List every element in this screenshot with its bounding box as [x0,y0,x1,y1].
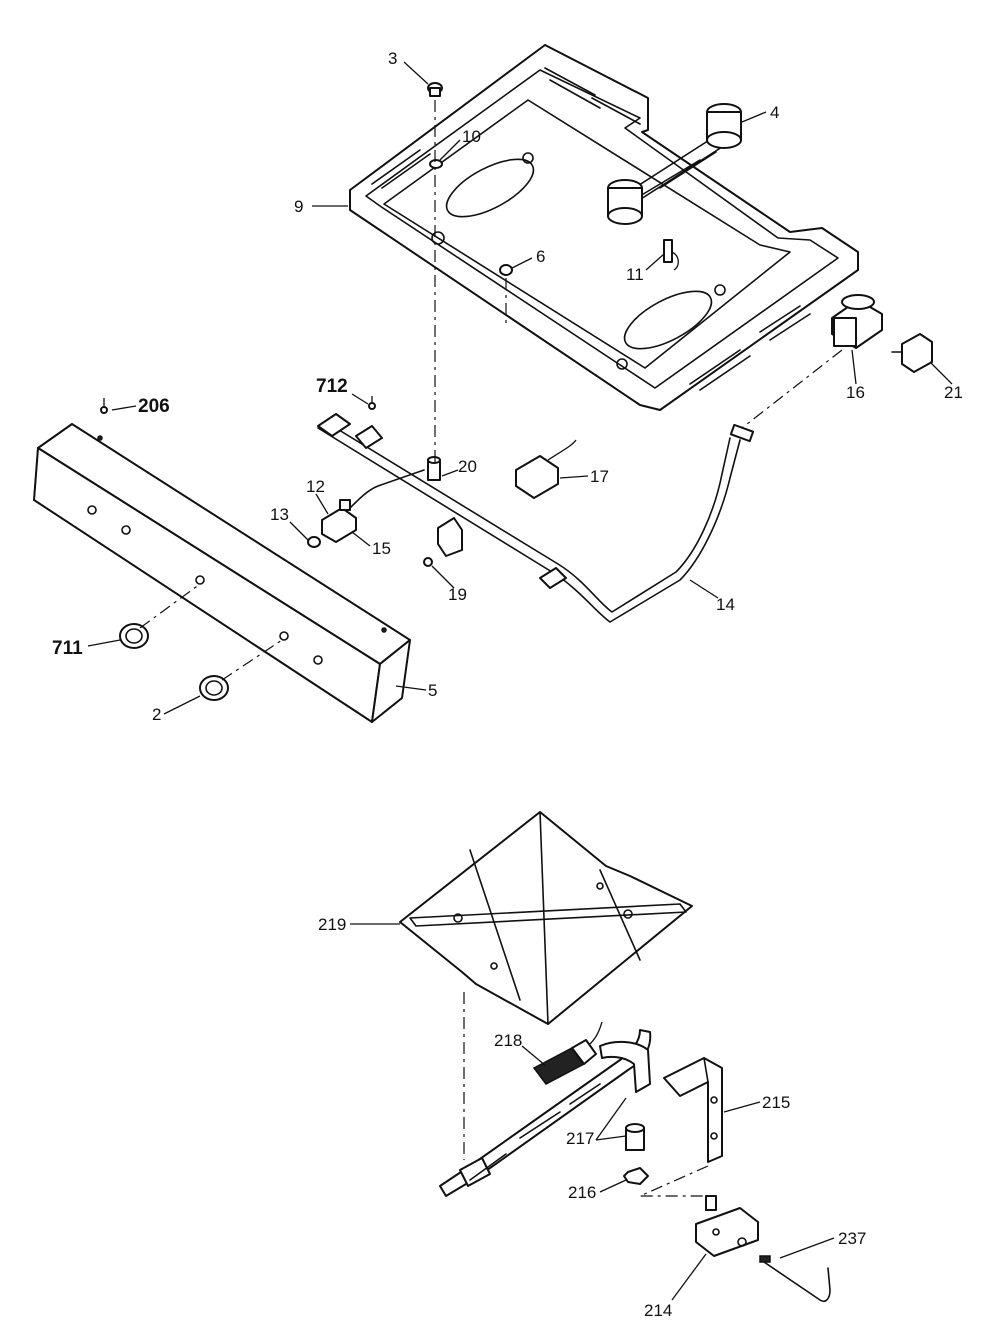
callout-leaders-upper [87,61,953,715]
callout-215: 215 [762,1093,790,1112]
callout-11: 11 [626,265,644,284]
burner-box-tray [349,44,859,411]
callout-237: 237 [838,1229,866,1248]
screw-19 [423,557,433,567]
bake-burner-tube [439,1029,652,1197]
axis-line-regulator [741,349,843,429]
bracket-215 [663,1057,723,1163]
callout-10: 10 [462,127,481,146]
screw-6 [499,264,513,276]
knob-711 [119,623,149,649]
manifold-panel [33,423,411,723]
safety-valve-214 [695,1195,759,1257]
switch-component [891,333,933,373]
callout-2: 2 [152,705,161,724]
callout-6: 6 [536,247,545,266]
capillary-237 [759,1255,831,1303]
callout-3: 3 [388,49,397,68]
callout-21: 21 [944,383,963,402]
callout-13: 13 [270,505,289,524]
spark-module [515,439,577,499]
callout-14: 14 [716,595,735,614]
heat-shield-baffle [399,811,693,1025]
axis-line-lower-valve [639,1165,709,1197]
callout-216: 216 [568,1183,596,1202]
callout-20: 20 [458,457,477,476]
dual-burner-assembly [607,103,742,225]
air-shutter-217 [625,1123,645,1151]
callout-4: 4 [770,103,779,122]
knob-2 [199,675,229,701]
callout-711: 711 [52,638,83,659]
callout-17: 17 [590,467,609,486]
manifold-pipe [317,413,755,623]
callout-218: 218 [494,1031,522,1050]
callout-206: 206 [138,396,170,417]
screw-206 [100,398,108,414]
callout-9: 9 [294,197,303,216]
nut-216 [623,1167,649,1185]
callout-712: 712 [316,376,348,397]
callout-12: 12 [306,477,325,496]
axis-line-knob-2 [221,639,283,681]
callout-219: 219 [318,915,346,934]
washer-13 [307,536,321,548]
callout-19: 19 [448,585,467,604]
callout-217: 217 [566,1129,594,1148]
igniter-218 [532,1021,603,1085]
washer-10 [429,159,443,169]
screw-3 [427,82,443,97]
callout-15: 15 [372,539,391,558]
callout-5: 5 [428,681,437,700]
callout-leaders-lower [350,923,835,1301]
callout-16: 16 [846,383,865,402]
orifice-20 [427,456,441,481]
burner-valve [321,469,425,543]
screw-712 [368,396,376,410]
pressure-regulator [831,294,883,349]
callout-214: 214 [644,1301,672,1320]
